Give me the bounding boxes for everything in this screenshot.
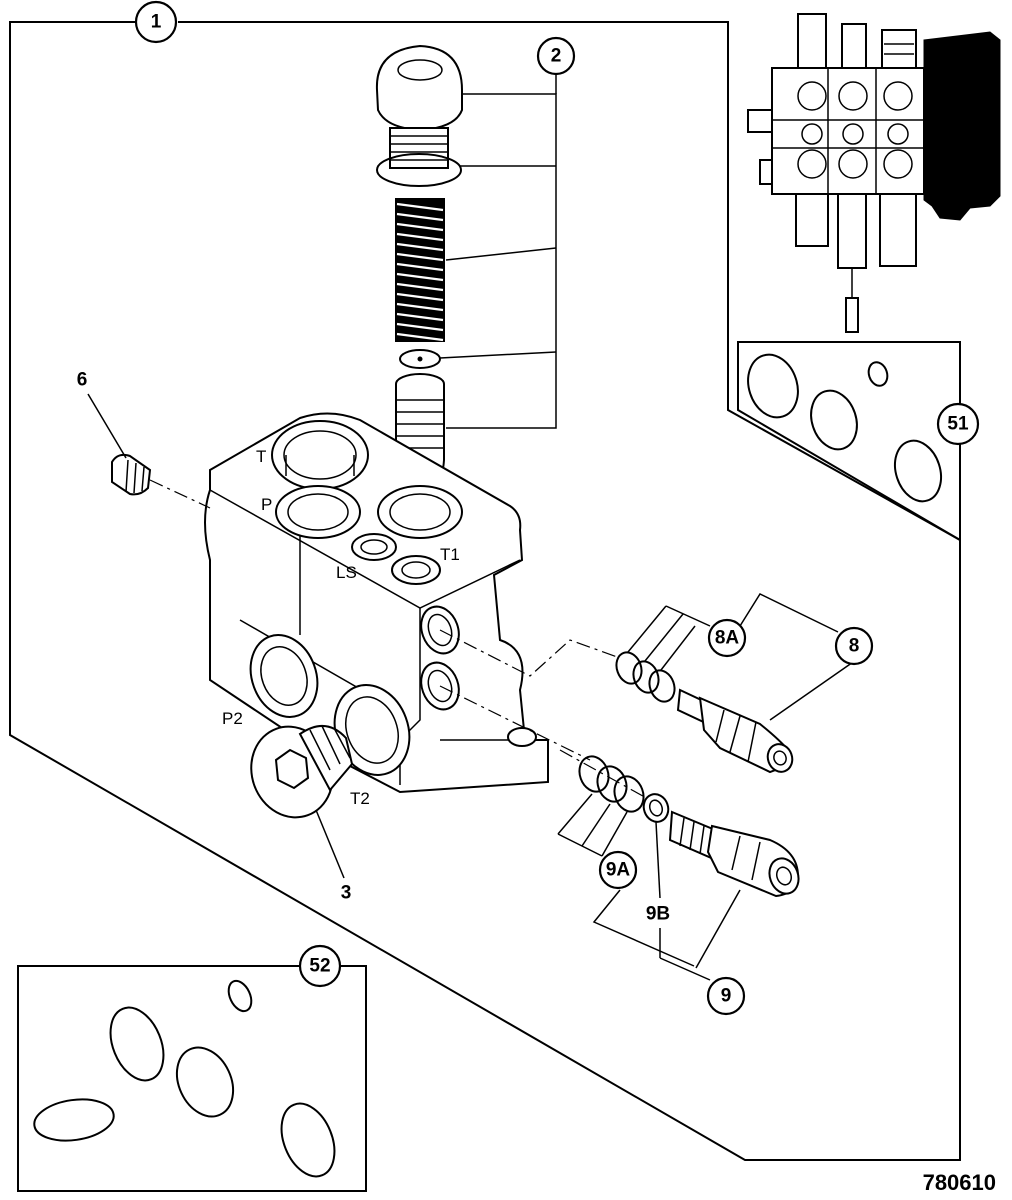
plug-item-6 — [111, 453, 152, 496]
port-label-p: P — [261, 495, 272, 514]
callout-9a-label: 9A — [606, 860, 631, 881]
port-label-t1: T1 — [440, 545, 460, 564]
relief-valve-9-cartridge — [668, 810, 800, 898]
callout-2: 2 — [536, 36, 576, 76]
callout-3-label: 3 — [341, 883, 352, 904]
port-label-ls: LS — [336, 563, 357, 582]
relief-valve-8-orings — [615, 651, 676, 703]
callout-8a-label: 8A — [715, 628, 740, 649]
relief-valve-9-orings — [578, 755, 645, 813]
callout-8a: 8A — [707, 618, 747, 658]
plug-item-3 — [250, 725, 354, 819]
poppet-bore-opening — [377, 485, 463, 539]
seal-kit-52-orings — [33, 979, 336, 1178]
callout-51-label: 51 — [947, 414, 969, 435]
relief-valve-9b-seat — [642, 793, 670, 823]
figure-number: 780610 — [923, 1170, 996, 1195]
leader-lines — [87, 72, 857, 981]
callout-9b: 9B — [646, 904, 670, 925]
callout-6: 6 — [77, 370, 88, 391]
seal-kit-51-orings — [747, 353, 943, 503]
relief-spring — [395, 198, 445, 342]
seal-kit-51-panel — [737, 341, 961, 542]
callout-51: 51 — [936, 402, 980, 446]
callout-8-label: 8 — [849, 636, 860, 657]
callout-3: 3 — [341, 883, 352, 904]
callout-9-label: 9 — [721, 986, 732, 1007]
callout-1: 1 — [134, 0, 178, 44]
port-p-opening — [275, 485, 361, 539]
callout-6-label: 6 — [77, 370, 88, 391]
port-p2-opening — [249, 634, 319, 718]
port-t1-opening — [391, 555, 441, 585]
callout-9b-label: 9B — [646, 904, 670, 925]
assembly-axis-lines — [149, 479, 651, 801]
callout-52: 52 — [298, 944, 342, 988]
callout-9: 9 — [706, 976, 746, 1016]
port-t-opening — [271, 420, 369, 490]
callout-1-label: 1 — [151, 12, 162, 33]
valve-bank-thumbnail — [747, 13, 1001, 333]
port-label-p2: P2 — [222, 709, 243, 728]
callout-9a: 9A — [598, 850, 638, 890]
port-label-t2: T2 — [350, 789, 370, 808]
port-ls-opening — [351, 533, 397, 561]
port-label-t: T — [256, 447, 266, 466]
relief-valve-cap — [375, 44, 463, 169]
cap-o-ring — [376, 153, 462, 187]
callout-2-label: 2 — [551, 46, 562, 67]
callout-8: 8 — [834, 626, 874, 666]
seal-kit-52-panel — [17, 965, 367, 1192]
kit-boundary-outline — [9, 21, 961, 1161]
callout-52-label: 52 — [309, 956, 330, 977]
relief-valve-8-cartridge — [676, 688, 794, 774]
